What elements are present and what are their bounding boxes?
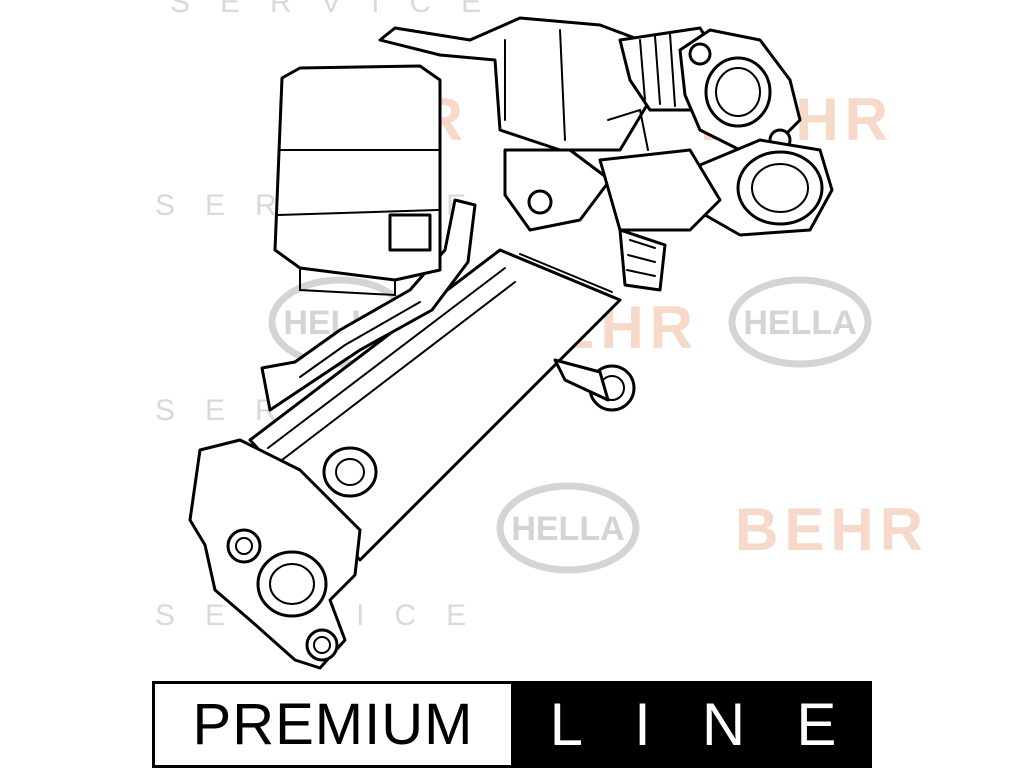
banner-word-box: PREMIUM [152,681,514,768]
banner-letters-box: L I N E [514,681,872,768]
banner-letter: N [701,691,746,758]
watermark-behr-text: BEHR [735,496,929,563]
mount-bracket [503,148,612,232]
svg-text:HELLA: HELLA [511,510,624,548]
egr-module-line-drawing [188,16,834,670]
hella-logo-watermark: HELLA [496,482,640,574]
banner-letter: E [796,691,837,758]
banner-letter: L [549,691,583,758]
hella-logo-watermark: HELLA [728,276,872,368]
svg-text:HELLA: HELLA [743,304,856,342]
banner-letter: I [634,691,651,758]
premium-line-banner: PREMIUM L I N E [152,681,872,768]
banner-word: PREMIUM [192,692,474,757]
watermark-service-text: SERVICE [170,0,511,19]
coolant-pipe [260,198,477,412]
